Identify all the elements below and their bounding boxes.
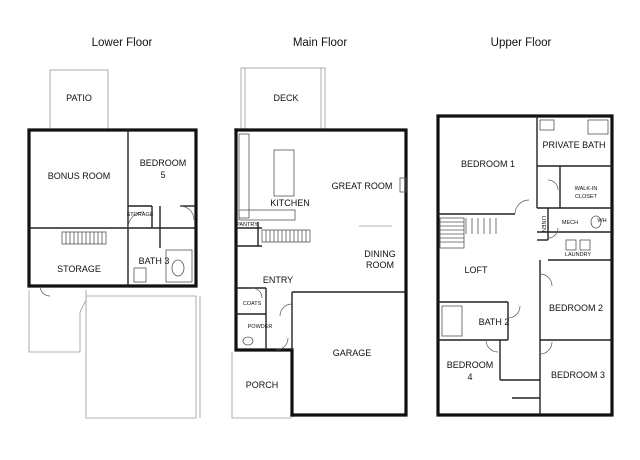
bedroom1-label: BEDROOM 1 (461, 159, 515, 169)
bedroom5-number: 5 (160, 170, 165, 180)
powder-label: POWDER (248, 324, 273, 330)
mech-label: MECH (562, 220, 578, 226)
lower-stairs (61, 231, 107, 245)
patio-label: PATIO (66, 93, 92, 103)
closet-label: CLOSET (575, 194, 598, 200)
kitchen-island (273, 149, 295, 197)
storage-small-label: STORAGE (127, 212, 154, 218)
porch-label: PORCH (246, 380, 279, 390)
loft-label: LOFT (464, 265, 488, 275)
bedroom5-label: BEDROOM (140, 158, 187, 168)
pantry-label: PANTRY (236, 222, 258, 228)
wh-label: WH (597, 218, 606, 224)
private-bath-label: PRIVATE BATH (542, 140, 605, 150)
bedroom2-label: BEDROOM 2 (549, 303, 603, 313)
kitchen-label: KITCHEN (270, 198, 310, 208)
main-floor-plan: DECK GREAT ROOM KITCHEN PANTRY DINING RO… (231, 67, 408, 419)
dining-room-label: ROOM (366, 260, 394, 270)
upper-stairs (439, 217, 497, 249)
deck-label: DECK (273, 93, 298, 103)
great-room-label: GREAT ROOM (332, 181, 393, 191)
garage-label: GARAGE (333, 348, 372, 358)
walk-in-label: WALK-IN (575, 186, 598, 192)
dining-label: DINING (364, 249, 396, 259)
linen-label: LINEN (540, 216, 546, 232)
entry-label: ENTRY (263, 275, 293, 285)
bedroom4-number: 4 (467, 372, 472, 382)
main-floor-title: Main Floor (293, 37, 347, 49)
bedroom3-label: BEDROOM 3 (551, 370, 605, 380)
lower-floor-title: Lower Floor (92, 37, 153, 49)
upper-floor-plan: BEDROOM 1 PRIVATE BATH WALK-IN CLOSET ME… (436, 114, 614, 417)
bath2-label: BATH 2 (479, 317, 510, 327)
laundry-label: LAUNDRY (565, 252, 592, 258)
lower-floor-plan: PATIO BONUS ROOM BEDROOM 5 STORAGE STORA… (27, 69, 201, 419)
main-exterior-wall-east (234, 128, 408, 417)
upper-exterior-wall (436, 114, 614, 417)
bath3-label: BATH 3 (139, 256, 170, 266)
lower-exterior-wall (27, 128, 198, 288)
storage-label: STORAGE (57, 264, 101, 274)
bedroom4-label: BEDROOM (447, 360, 494, 370)
upper-floor-title: Upper Floor (491, 37, 552, 49)
main-stairs (261, 229, 311, 243)
coats-label: COATS (243, 301, 262, 307)
bonus-room-label: BONUS ROOM (48, 171, 111, 181)
main-exterior-wall-west (234, 128, 294, 417)
